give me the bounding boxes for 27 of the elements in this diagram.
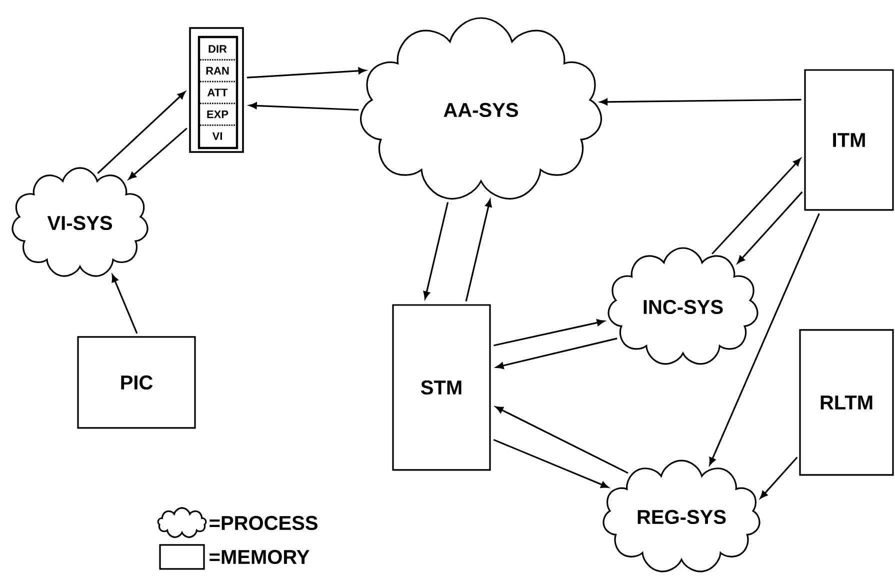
arrow (246, 67, 366, 78)
buffer-box: DIR RAN ATT EXP VI (189, 27, 244, 153)
arrow (493, 438, 609, 488)
arrow (737, 191, 803, 264)
process-cloud: AA-SYS (360, 17, 602, 200)
arrow (495, 406, 628, 474)
legend-label: =PROCESS (210, 516, 318, 530)
arrow (128, 128, 188, 180)
arrow (712, 158, 801, 254)
arrow (465, 199, 492, 302)
process-cloud: REG-SYS (602, 460, 760, 572)
memory-box: RLTM (799, 329, 894, 476)
arrow (600, 98, 802, 106)
arrow (496, 338, 618, 370)
arrow (709, 213, 820, 466)
arrow (760, 456, 798, 499)
process-cloud: VI-SYS (12, 167, 148, 277)
memory-box: PIC (77, 336, 196, 429)
arrow (249, 102, 359, 111)
legend-label: =MEMORY (210, 550, 310, 564)
arrow (423, 202, 449, 300)
arrow (494, 319, 605, 346)
arrow (112, 274, 138, 334)
memory-box: ITM (804, 69, 894, 211)
arrow (97, 91, 186, 174)
memory-box: STM (392, 304, 491, 471)
process-cloud: INC-SYS (608, 247, 758, 365)
